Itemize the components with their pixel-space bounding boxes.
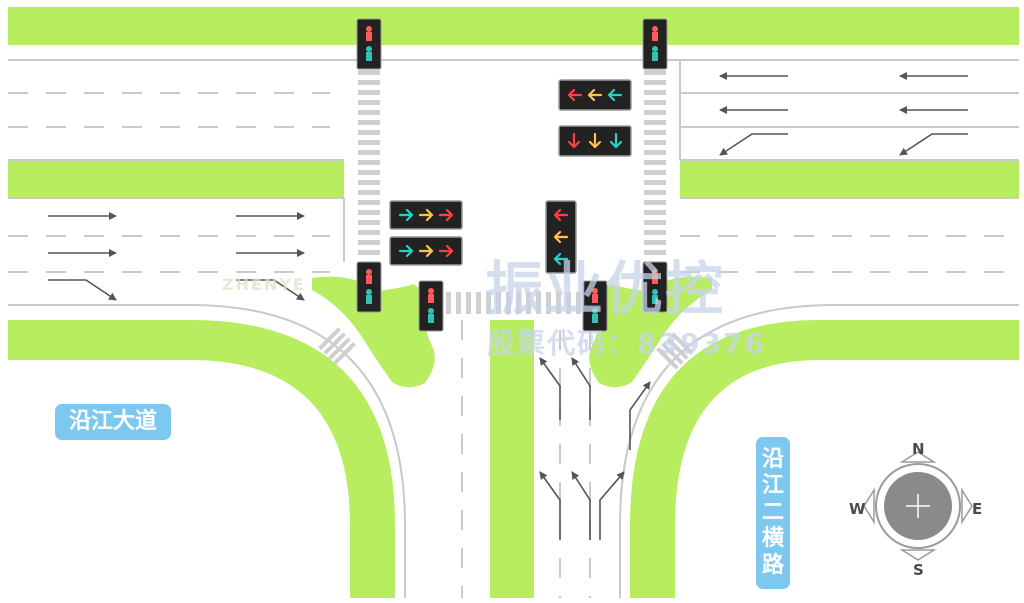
arrow-west-right-2 [236,279,305,301]
compass-label-west: W [849,500,866,518]
road-edges [8,59,1019,598]
south-median [490,320,534,598]
arrow-south-left-2 [539,357,561,420]
pedestrian-signals [356,18,668,332]
vehicle-signals [389,79,632,274]
ped-signal-s-right [582,280,608,332]
crosswalks [318,70,694,370]
arrow-east-left-2 [899,133,968,156]
arrow-south-left-3 [571,471,591,540]
crosswalk-sw [318,327,356,365]
east-island [589,276,712,388]
se-corner-green [630,320,1019,598]
arrow-east-left-1 [719,133,788,156]
ped-signal-ne [642,18,668,70]
sw-corner-green [8,320,395,598]
west-island [312,276,435,388]
compass-point-n [899,451,937,463]
arrow-south-right-2 [629,381,651,450]
signal-eastbound-right-2 [389,236,463,266]
ped-signal-nw [356,18,382,70]
ped-signal-s-left [418,280,444,332]
compass [863,451,973,561]
arrow-west-right-1 [48,279,117,301]
crosswalk-east [644,70,666,255]
crosswalk-west [358,70,380,255]
crosswalk-south [446,292,581,314]
arrow-south-left-4 [571,357,591,420]
signal-westbound-left [558,79,632,111]
lane-dividers [8,92,1019,598]
compass-point-e [961,487,973,525]
green-belts [8,7,1019,598]
road-label-vertical: 沿江二横路 [756,437,790,589]
signal-eastbound-right-1 [389,200,463,230]
signal-northbound-left [545,200,577,274]
compass-label-north: N [912,440,925,458]
lane-arrows [48,72,968,540]
top-green-belt [8,7,1019,45]
signal-westbound-down [558,125,632,157]
ped-signal-se [642,261,668,313]
compass-label-east: E [972,500,983,518]
compass-point-w [863,487,875,525]
crosswalk-se [656,332,694,370]
median-west [8,160,344,198]
ped-signal-sw [356,261,382,313]
arrow-south-right-1 [599,471,625,540]
compass-point-s [899,549,937,561]
compass-label-south: S [913,561,924,579]
median-east [680,160,1019,198]
arrow-south-left-1 [539,471,561,540]
road-label-horizontal: 沿江大道 [55,404,172,440]
